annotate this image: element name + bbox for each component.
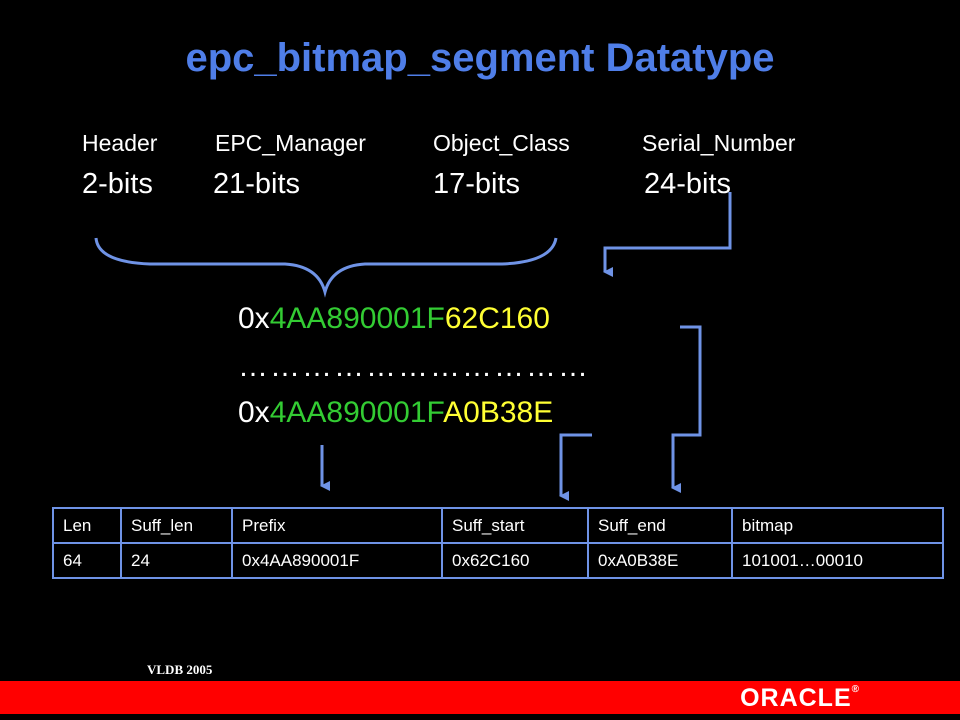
field-bits-header: 2-bits bbox=[82, 168, 153, 200]
field-bits-object-class: 17-bits bbox=[433, 168, 521, 200]
footer-conference: VLDB 2005 bbox=[147, 662, 213, 677]
oracle-logo-text: ORACLE bbox=[740, 684, 852, 712]
table-cell: 24 bbox=[120, 542, 233, 579]
epc-last: 0x4AA890001FA0B38E bbox=[238, 396, 553, 430]
table-cell: 0x4AA890001F bbox=[231, 542, 443, 579]
table-cell: 101001…00010 bbox=[731, 542, 944, 579]
table-header-cell: Suff_len bbox=[120, 507, 233, 544]
suff-start-arrow bbox=[559, 433, 592, 501]
oracle-logo: ORACLE® bbox=[740, 684, 860, 713]
table-header-cell: Suff_end bbox=[587, 507, 733, 544]
epc-last-prefix: 4AA890001F bbox=[269, 396, 444, 429]
table-header-cell: Prefix bbox=[231, 507, 443, 544]
serial-arrow bbox=[603, 192, 732, 277]
range-bracket bbox=[671, 325, 702, 493]
epc-first-marker: 0x bbox=[238, 302, 270, 335]
epc-last-marker: 0x bbox=[238, 396, 270, 429]
epc-first-suffix: 62C160 bbox=[444, 302, 550, 335]
brace-shape bbox=[94, 237, 558, 298]
epc-ellipsis: …………………………… bbox=[238, 350, 590, 383]
registered-mark: ® bbox=[851, 684, 860, 695]
table-header-cell: Suff_start bbox=[441, 507, 589, 544]
field-bits-epc-manager: 21-bits bbox=[213, 168, 301, 200]
segment-table: Len Suff_len Prefix Suff_start Suff_end … bbox=[52, 507, 944, 579]
table-header-cell: bitmap bbox=[731, 507, 944, 544]
field-bits-serial-number: 24-bits bbox=[644, 168, 732, 200]
epc-first: 0x4AA890001F62C160 bbox=[238, 302, 550, 336]
footer-bar: ORACLE® bbox=[0, 681, 960, 714]
epc-last-suffix: A0B38E bbox=[443, 396, 554, 429]
slide-title: epc_bitmap_segment Datatype bbox=[185, 36, 775, 80]
table-cell: 64 bbox=[52, 542, 122, 579]
table-header-cell: Len bbox=[52, 507, 122, 544]
field-name-object-class: Object_Class bbox=[433, 130, 570, 156]
epc-first-prefix: 4AA890001F bbox=[269, 302, 445, 335]
field-name-epc-manager: EPC_Manager bbox=[215, 130, 366, 156]
table-header-row: Len Suff_len Prefix Suff_start Suff_end … bbox=[52, 507, 944, 544]
table-cell: 0xA0B38E bbox=[587, 542, 733, 579]
table-row: 64 24 0x4AA890001F 0x62C160 0xA0B38E 101… bbox=[52, 542, 944, 579]
table-cell: 0x62C160 bbox=[441, 542, 589, 579]
field-name-serial-number: Serial_Number bbox=[642, 130, 796, 156]
field-name-header: Header bbox=[82, 130, 158, 156]
